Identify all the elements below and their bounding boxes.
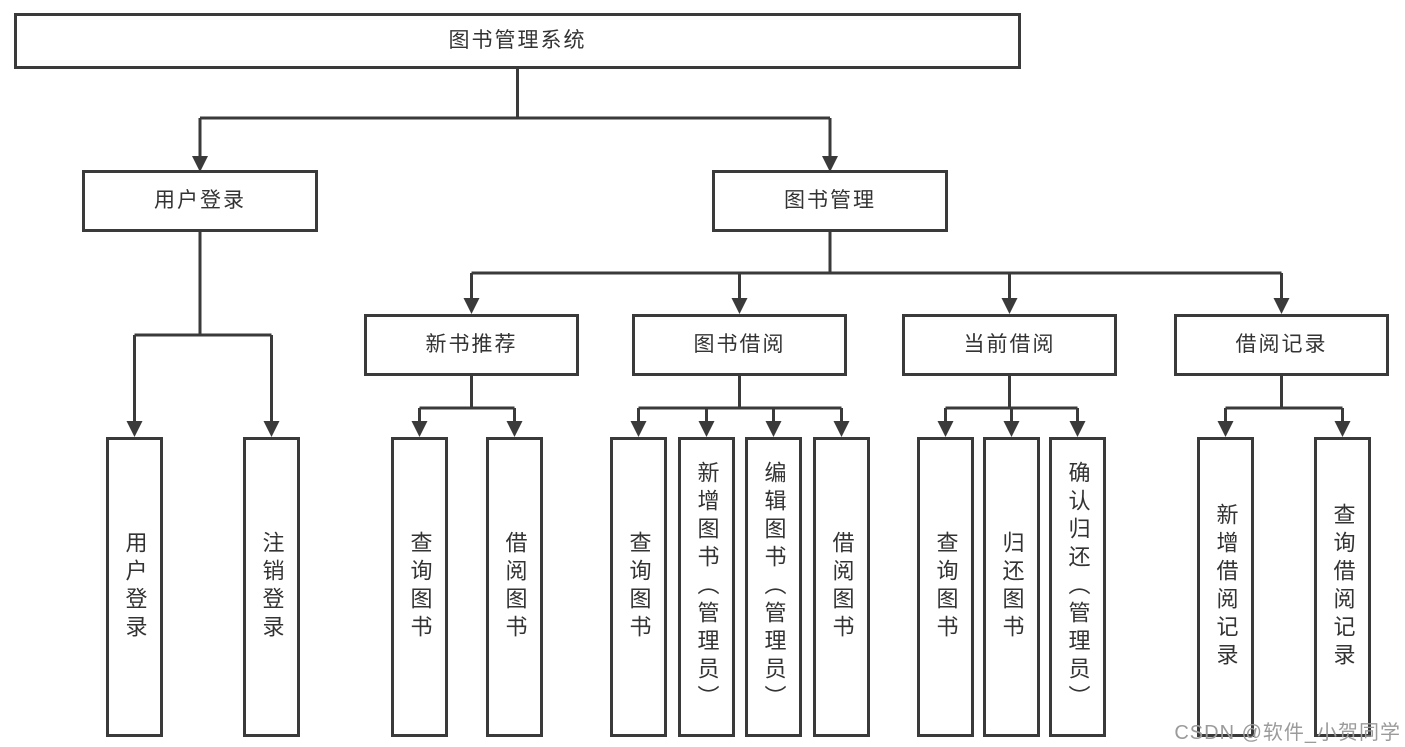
leaf-user-login: 用户登录 [106, 437, 163, 737]
node-book-management: 图书管理 [712, 170, 948, 232]
csdn-watermark: CSDN @软件_小贺同学 [1174, 722, 1401, 744]
node-current-borrowing: 当前借阅 [902, 314, 1117, 376]
leaf-borrow-book-borrowing: 借阅图书 [813, 437, 870, 737]
leaf-query-book-current: 查询图书 [917, 437, 974, 737]
node-book-borrowing: 图书借阅 [632, 314, 847, 376]
node-new-book-recommend: 新书推荐 [364, 314, 579, 376]
node-borrow-records: 借阅记录 [1174, 314, 1389, 376]
leaf-query-book-recommend: 查询图书 [391, 437, 448, 737]
node-root-system: 图书管理系统 [14, 13, 1021, 69]
leaf-confirm-return-admin: 确认归还（管理员） [1049, 437, 1106, 737]
node-user-login: 用户登录 [82, 170, 318, 232]
leaf-query-borrow-record: 查询借阅记录 [1314, 437, 1371, 737]
leaf-edit-book-admin: 编辑图书（管理员） [745, 437, 802, 737]
leaf-add-book-admin: 新增图书（管理员） [678, 437, 735, 737]
leaf-query-book-borrowing: 查询图书 [610, 437, 667, 737]
leaf-return-book: 归还图书 [983, 437, 1040, 737]
leaf-logout: 注销登录 [243, 437, 300, 737]
leaf-add-borrow-record: 新增借阅记录 [1197, 437, 1254, 737]
leaf-borrow-book-recommend: 借阅图书 [486, 437, 543, 737]
